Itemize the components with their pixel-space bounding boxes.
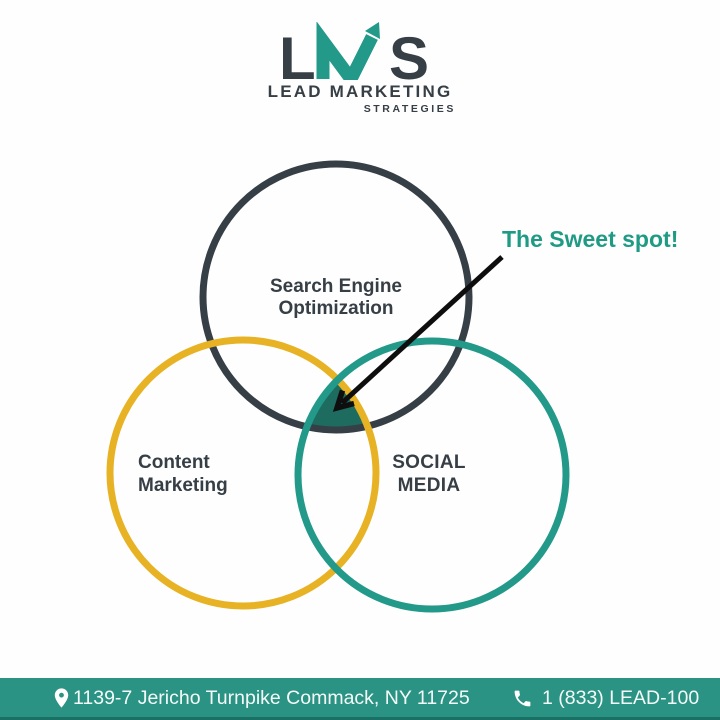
- content-marketing-circle: [106, 336, 380, 610]
- content-marketing-label: Content Marketing: [138, 451, 228, 497]
- phone-icon: [514, 690, 531, 707]
- footer-phone: 1 (833) LEAD-100: [542, 687, 700, 709]
- seo-label-line2: Optimization: [278, 297, 394, 319]
- logo-arrow-m-icon: [316, 22, 378, 80]
- logo-letter-s: S: [389, 25, 429, 80]
- footer-address: 1139-7 Jericho Turnpike Commack, NY 1172…: [73, 687, 470, 709]
- social-media-label: SOCIAL MEDIA: [349, 451, 509, 497]
- sweet-spot-arrow-line: [340, 255, 504, 405]
- logo-wordmark: LEAD MARKETING: [267, 82, 453, 101]
- logo-tagline: STRATEGIES: [363, 103, 456, 115]
- footer-bar: 1139-7 Jericho Turnpike Commack, NY 1172…: [0, 678, 720, 720]
- social-media-circle: [294, 337, 570, 613]
- seo-label-line1: Search Engine: [270, 276, 402, 297]
- logo-letter-l: L: [279, 25, 316, 80]
- sweet-spot-callout: The Sweet spot!: [502, 226, 679, 252]
- location-pin-icon: [54, 688, 69, 708]
- social-label-line2: MEDIA: [397, 475, 461, 496]
- footer-bottom-edge: [0, 717, 720, 720]
- content-label-line2: Marketing: [138, 475, 228, 496]
- seo-circle: [199, 160, 473, 434]
- logo-arrowhead-icon: [365, 22, 380, 39]
- lms-logo-mark-icon: L S: [279, 22, 429, 80]
- content-label-line1: Content: [138, 452, 210, 473]
- social-label-line1: SOCIAL: [392, 452, 466, 473]
- lms-logo: L S LEAD MARKETING STRATEGIES: [260, 22, 460, 115]
- seo-label: Search Engine Optimization: [226, 276, 446, 319]
- sweet-spot-arrowhead-icon: [332, 389, 355, 412]
